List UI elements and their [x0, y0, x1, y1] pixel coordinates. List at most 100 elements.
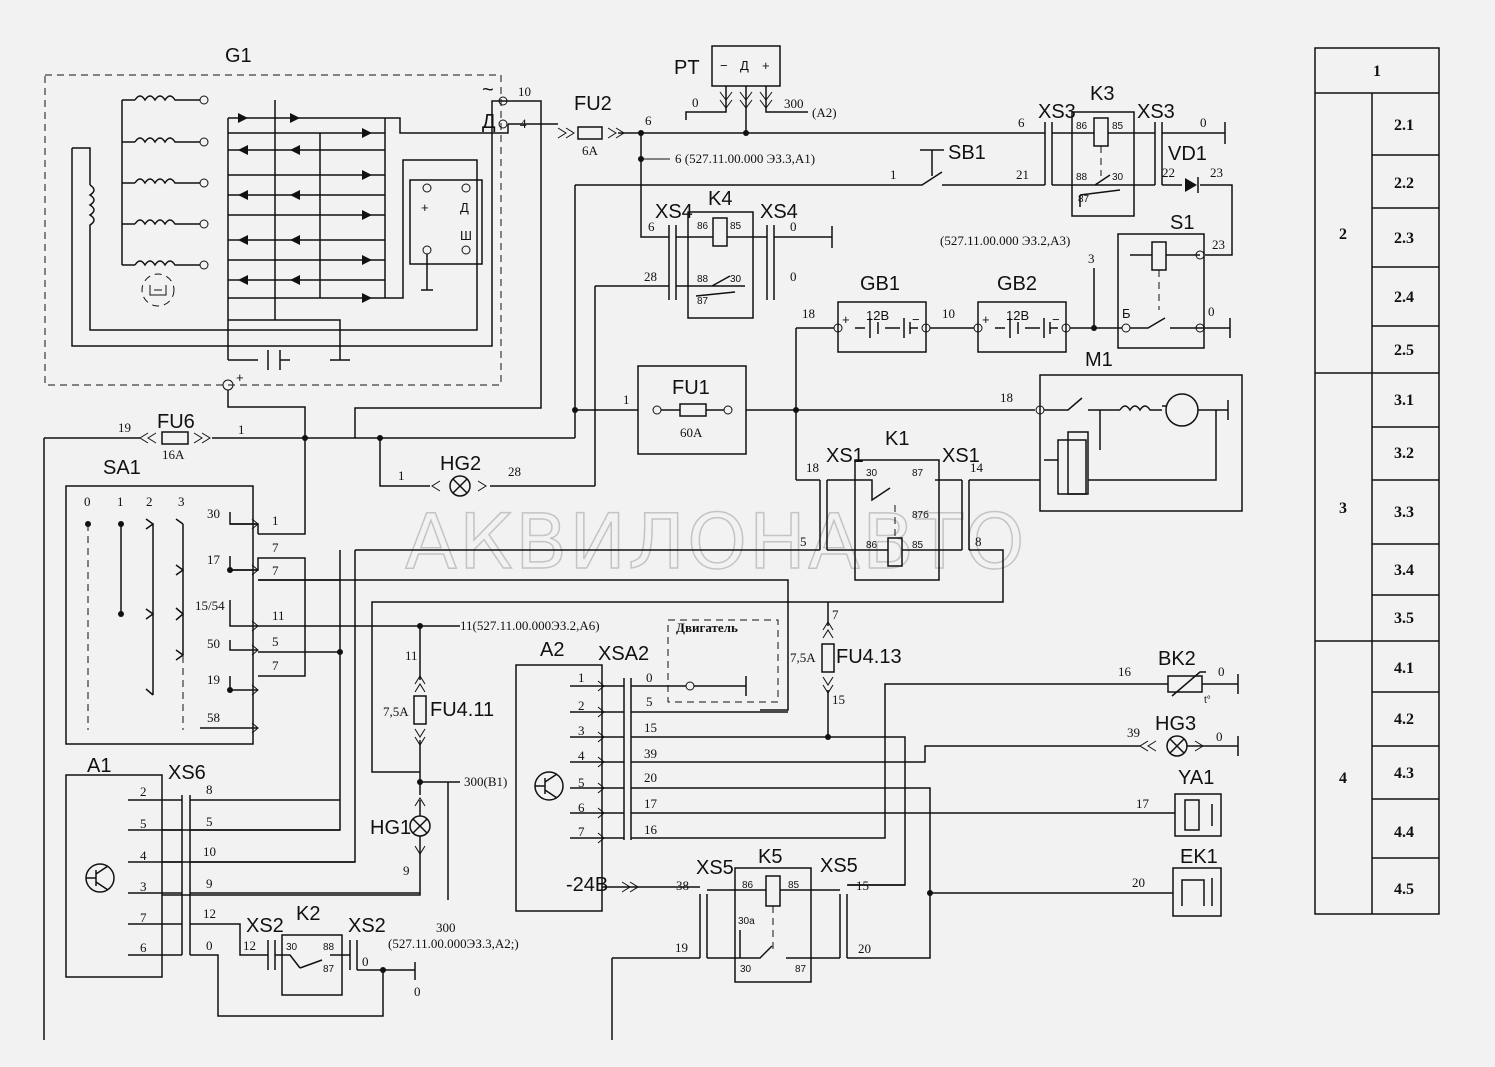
svg-text:30a: 30a — [738, 916, 755, 927]
svg-text:87: 87 — [1078, 194, 1090, 205]
label-hg1: HG1 — [370, 817, 411, 839]
svg-text:0: 0 — [414, 984, 421, 999]
svg-text:7,5A: 7,5A — [383, 704, 409, 719]
svg-text:12: 12 — [243, 938, 256, 953]
svg-text:10: 10 — [942, 306, 955, 321]
label-xs1-b: XS1 — [942, 445, 980, 467]
terminal-tilde: ~ — [482, 79, 494, 101]
svg-text:Д: Д — [740, 58, 749, 73]
svg-text:18: 18 — [806, 460, 819, 475]
svg-text:15: 15 — [644, 720, 657, 735]
svg-text:5: 5 — [646, 694, 653, 709]
table-header: 1 — [1373, 63, 1381, 80]
svg-text:11: 11 — [405, 648, 418, 663]
svg-text:−: − — [720, 58, 728, 73]
svg-text:23: 23 — [1210, 165, 1223, 180]
label-gb1: GB1 — [860, 273, 900, 295]
svg-text:1: 1 — [623, 392, 630, 407]
svg-text:3: 3 — [140, 879, 147, 894]
svg-text:2: 2 — [578, 698, 585, 713]
svg-text:19: 19 — [118, 420, 131, 435]
terminal-d: Д — [482, 111, 496, 133]
svg-text:86: 86 — [697, 221, 709, 232]
svg-text:2.2: 2.2 — [1394, 175, 1414, 192]
label-xs2-a: XS2 — [246, 915, 284, 937]
svg-text:7: 7 — [272, 658, 279, 673]
svg-text:10: 10 — [518, 84, 531, 99]
svg-text:15: 15 — [832, 692, 845, 707]
svg-text:3.4: 3.4 — [1394, 562, 1414, 579]
label-xs3-b: XS3 — [1137, 101, 1175, 123]
label-xs4-b: XS4 — [760, 201, 798, 223]
svg-text:4.2: 4.2 — [1394, 711, 1414, 728]
label-xs1-a: XS1 — [826, 445, 864, 467]
svg-text:15: 15 — [856, 878, 869, 893]
svg-text:14: 14 — [970, 460, 984, 475]
label-xs3-a: XS3 — [1038, 101, 1076, 123]
lamp-hg1: HG1 9 300 (527.11.00.000ЭЗ.3,А2;) — [162, 797, 519, 951]
label-xsa2: XSA2 — [598, 643, 649, 665]
svg-text:(A2): (A2) — [812, 105, 837, 120]
svg-text:2: 2 — [140, 784, 147, 799]
svg-text:2.1: 2.1 — [1394, 117, 1414, 134]
label-hg2: HG2 — [440, 453, 481, 475]
svg-text:20: 20 — [858, 941, 871, 956]
svg-text:3.3: 3.3 — [1394, 504, 1414, 521]
svg-text:3: 3 — [578, 723, 585, 738]
svg-text:7: 7 — [140, 910, 147, 925]
svg-text:12В: 12В — [866, 308, 889, 323]
label-k1: K1 — [885, 428, 909, 450]
svg-text:28: 28 — [508, 464, 521, 479]
table-group-4: 4 — [1339, 770, 1347, 787]
svg-text:20: 20 — [644, 770, 657, 785]
label-supply: -24B — [566, 874, 608, 896]
svg-text:17: 17 — [207, 552, 221, 567]
svg-text:Ш: Ш — [460, 228, 472, 243]
svg-text:4.5: 4.5 — [1394, 881, 1414, 898]
svg-text:39: 39 — [644, 746, 657, 761]
svg-text:1: 1 — [117, 494, 124, 509]
svg-text:0: 0 — [646, 670, 653, 685]
note-n2: (527.11.00.000 ЭЗ.2,А3) — [940, 233, 1070, 248]
svg-text:1: 1 — [578, 670, 585, 685]
label-xs5-b: XS5 — [820, 855, 858, 877]
svg-text:85: 85 — [730, 221, 742, 232]
svg-text:30: 30 — [866, 468, 878, 479]
label-fu413: FU4.13 — [836, 646, 902, 668]
svg-text:+: + — [421, 200, 429, 215]
label-xs6: XS6 — [168, 762, 206, 784]
svg-text:8: 8 — [206, 782, 213, 797]
svg-text:2.3: 2.3 — [1394, 230, 1414, 247]
note-n1: 6 (527.11.00.000 ЭЗ.3,А1) — [675, 151, 815, 166]
label-pt: PT — [674, 57, 700, 79]
label-ya1: YA1 — [1178, 767, 1214, 789]
svg-text:28: 28 — [644, 269, 657, 284]
svg-text:4: 4 — [140, 848, 147, 863]
svg-text:+: + — [842, 312, 850, 327]
svg-text:88: 88 — [697, 274, 709, 285]
svg-text:12В: 12В — [1006, 308, 1029, 323]
svg-text:3: 3 — [178, 494, 185, 509]
svg-text:5: 5 — [206, 814, 213, 829]
label-xs5-a: XS5 — [696, 857, 734, 879]
svg-text:16: 16 — [1118, 664, 1132, 679]
label-k3: K3 — [1090, 83, 1114, 105]
svg-text:17: 17 — [1136, 796, 1150, 811]
svg-text:5: 5 — [140, 816, 147, 831]
svg-text:11: 11 — [272, 608, 285, 623]
svg-text:300: 300 — [784, 96, 804, 111]
svg-text:58: 58 — [207, 710, 220, 725]
svg-text:2: 2 — [146, 494, 153, 509]
svg-text:15/54: 15/54 — [195, 598, 225, 613]
starter-m1: M1 — [1035, 349, 1243, 512]
svg-text:18: 18 — [802, 306, 815, 321]
svg-text:3: 3 — [1088, 251, 1095, 266]
svg-text:Д: Д — [460, 200, 469, 215]
